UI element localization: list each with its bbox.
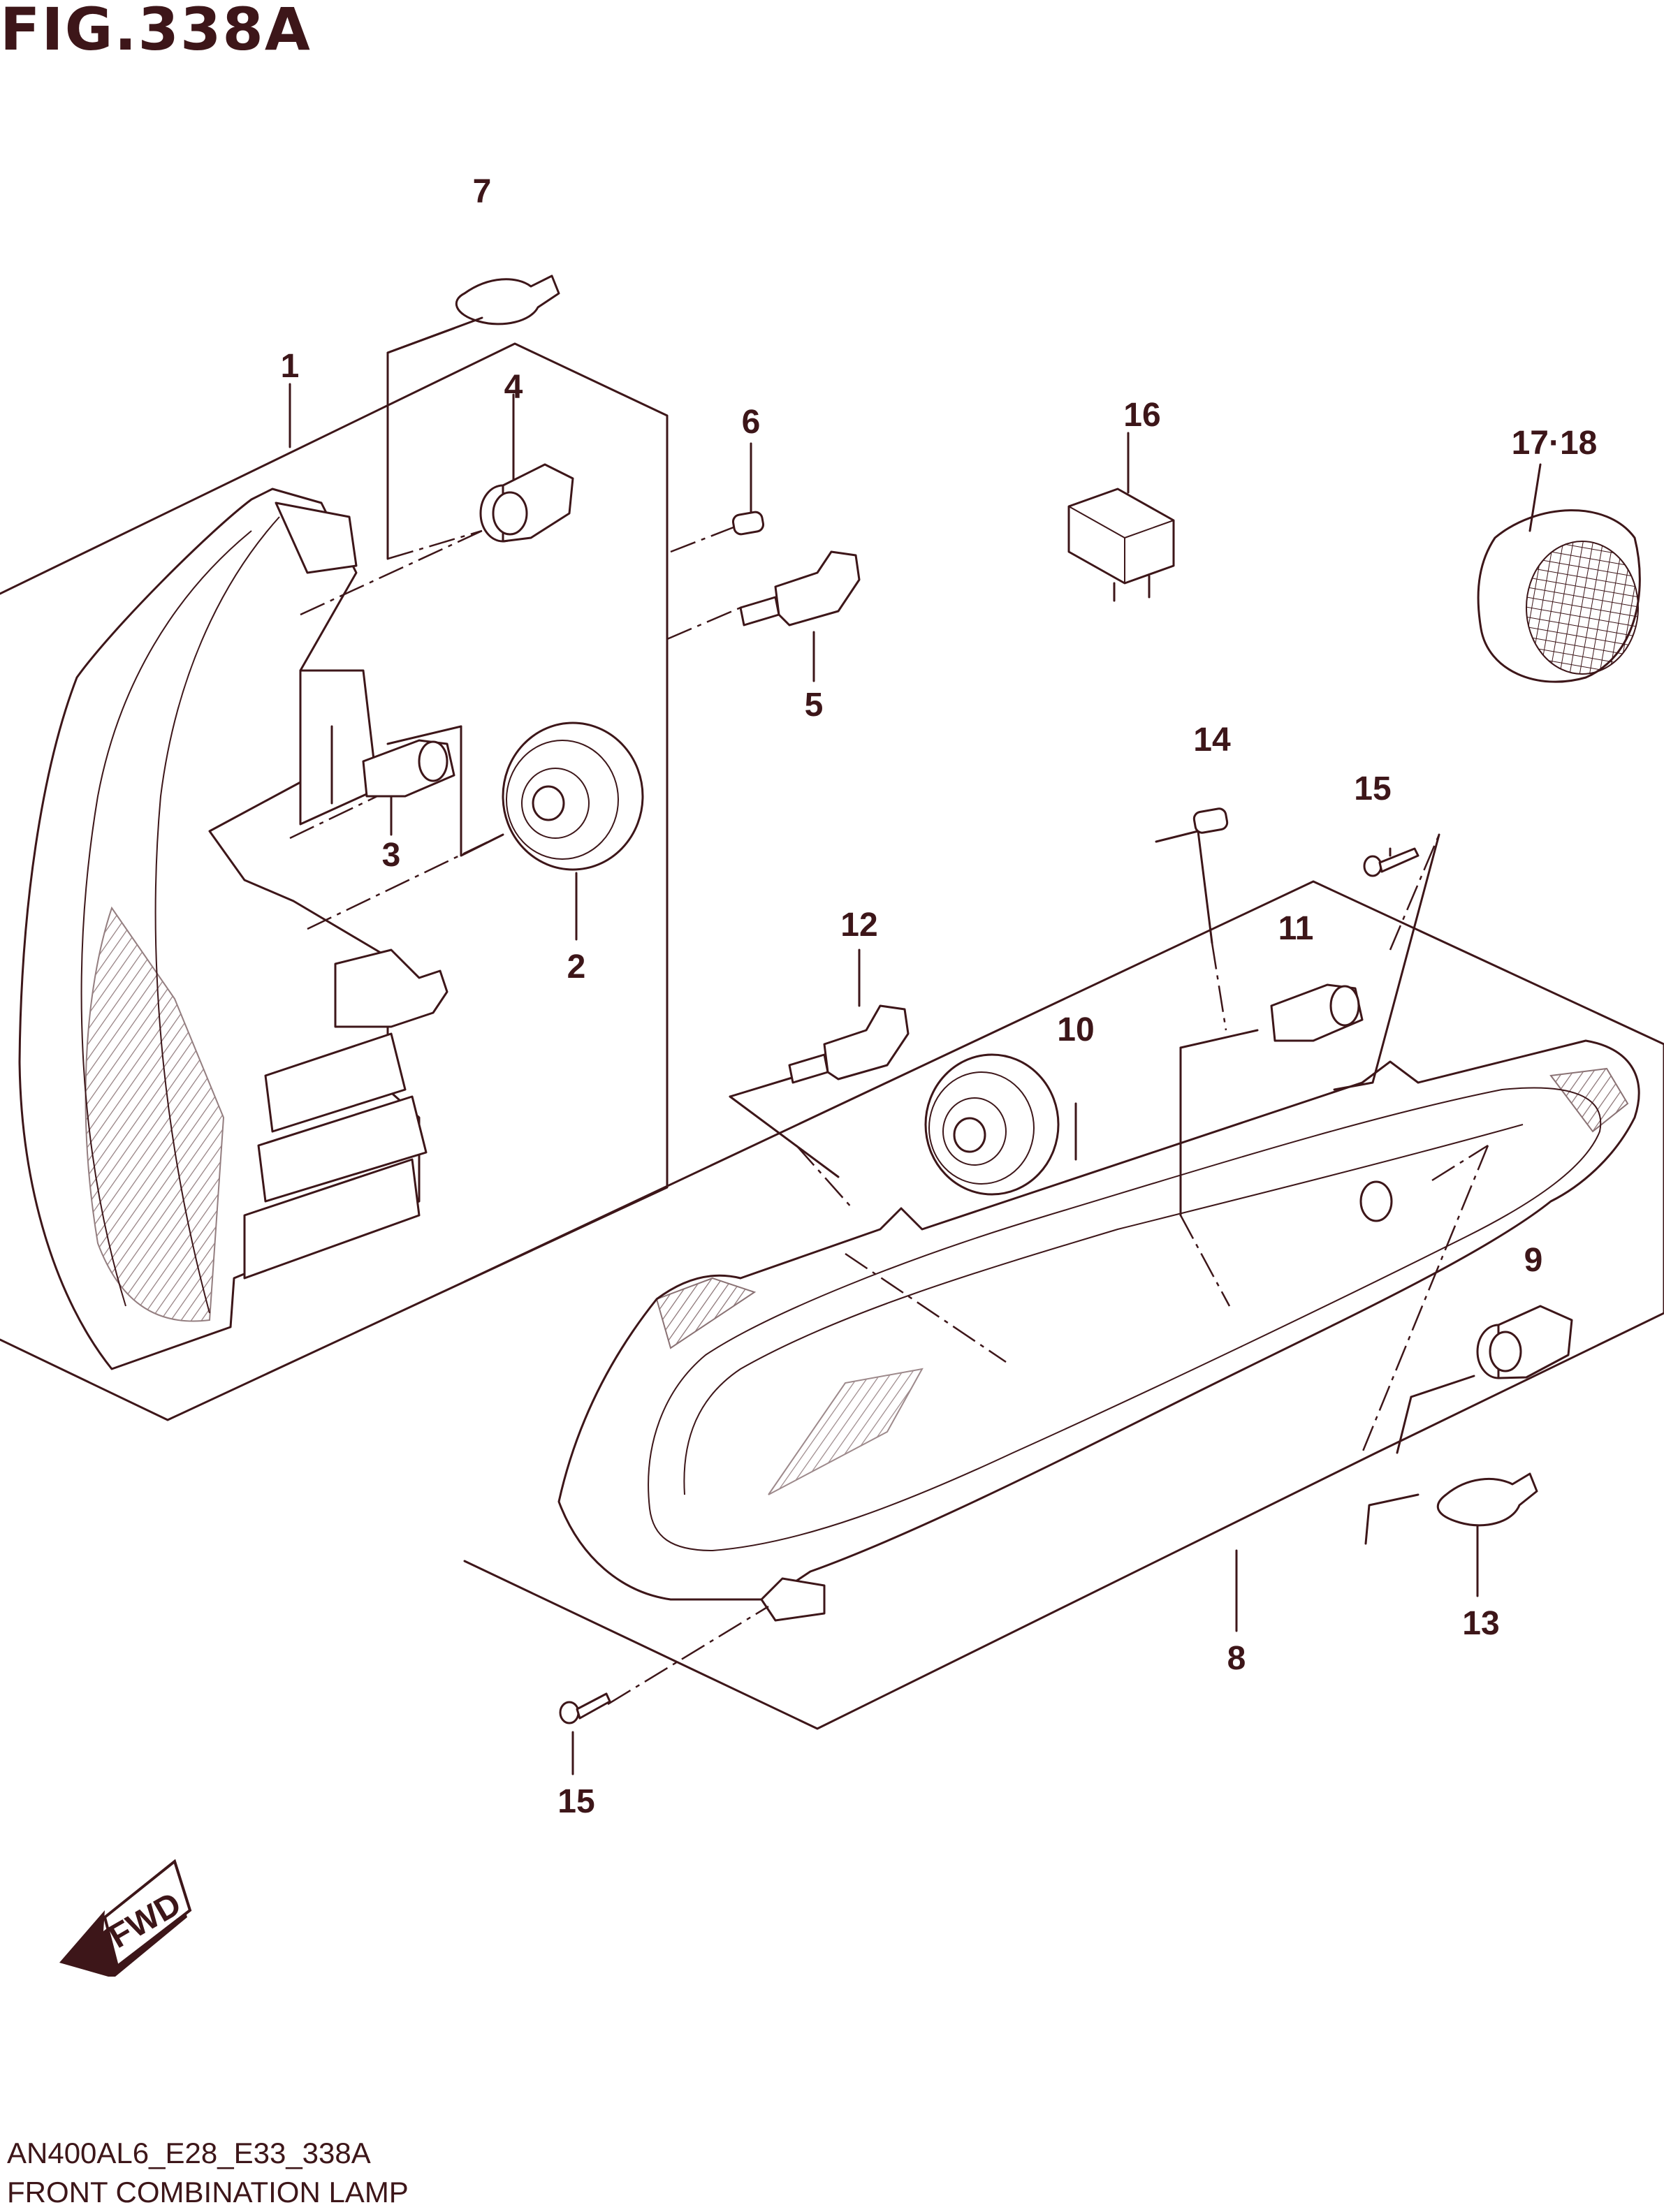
right-group-frame (463, 880, 1664, 1730)
callout-13: 13 (1462, 1605, 1499, 1642)
left-lens-shading (85, 906, 225, 1322)
left-housing-fin-3 (243, 1158, 421, 1280)
callout-5: 5 (805, 687, 824, 724)
callout-14: 14 (1193, 722, 1231, 759)
bulb-part-5 (739, 550, 861, 627)
callout-8: 8 (1227, 1640, 1246, 1677)
right-housing-hole (1359, 1180, 1393, 1222)
callout-17-18: 17·18 (1512, 425, 1598, 462)
callout-7: 7 (473, 173, 492, 210)
callout-3: 3 (382, 837, 401, 874)
left-lamp-assembly (0, 342, 669, 1421)
bulb-part-13 (1437, 1472, 1538, 1527)
left-lens-inner-line (80, 530, 252, 1307)
callout-16: 16 (1123, 397, 1160, 434)
left-leaders (289, 327, 815, 941)
screw-part-15-upper (1363, 847, 1419, 877)
left-housing-body (299, 669, 379, 826)
callout-15-upper: 15 (1354, 770, 1391, 807)
bulb-part-6 (731, 511, 765, 536)
right-housing-tab (760, 1577, 826, 1622)
figure-code: AN400AL6_E28_E33_338A (7, 2137, 371, 2169)
reflector-part-17-18 (1477, 463, 1641, 683)
right-lens-shading-3 (1549, 1067, 1629, 1133)
right-lens-inner (683, 1124, 1524, 1495)
reflector-part-2 (502, 722, 644, 871)
callout-10: 10 (1057, 1011, 1094, 1048)
right-lens-shading-2 (655, 1277, 757, 1349)
bulb-part-12 (788, 1004, 910, 1084)
left-housing-fin-2 (257, 1095, 428, 1203)
right-leaders (571, 830, 1489, 1775)
callout-11: 11 (1278, 910, 1314, 947)
right-lamp-assembly (463, 880, 1664, 1730)
socket-part-11 (1270, 983, 1364, 1042)
right-lens-shading (768, 1368, 924, 1495)
callout-2: 2 (567, 948, 586, 986)
callout-1: 1 (281, 348, 300, 385)
figure-name: FRONT COMBINATION LAMP (7, 2176, 409, 2209)
callout-15-lower: 15 (557, 1783, 594, 1820)
figure-title: FIG.338A (0, 0, 312, 64)
screw-part-15-lower (559, 1692, 611, 1724)
bulb-part-14 (1192, 807, 1229, 834)
socket-part-3 (362, 739, 455, 798)
reflector-part-10 (924, 1053, 1060, 1196)
relay-part-16 (1067, 432, 1175, 602)
callout-4: 4 (504, 369, 523, 406)
left-group-frame (0, 342, 669, 1421)
forward-arrow-icon: FWD (59, 1859, 192, 1977)
callout-6: 6 (742, 404, 761, 441)
callout-labels: 1 2 3 4 5 6 7 8 9 10 11 12 13 14 15 15 1… (281, 173, 1598, 1820)
left-housing-fin-1 (264, 1032, 407, 1133)
bulb-part-7 (386, 274, 560, 354)
left-housing-socket (334, 948, 448, 1028)
callout-12: 12 (840, 907, 877, 944)
left-housing-tab (275, 501, 358, 574)
callout-9: 9 (1524, 1242, 1543, 1279)
socket-part-4 (479, 463, 574, 543)
socket-part-9 (1476, 1305, 1573, 1379)
left-lens-edge (154, 516, 280, 1314)
